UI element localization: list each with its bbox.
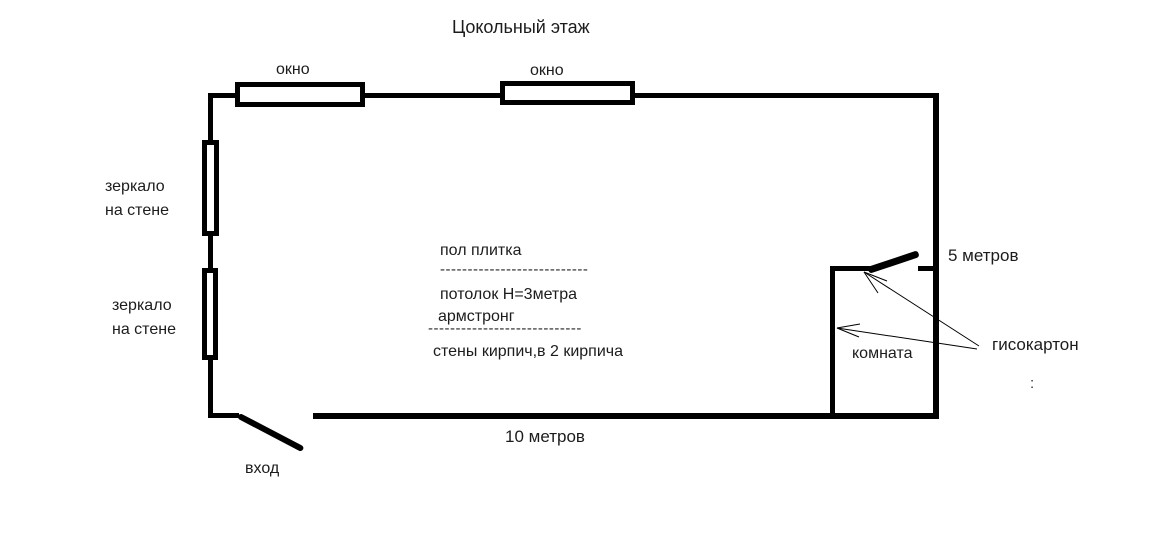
- mirror-1: [202, 140, 219, 236]
- room-wall-top-stub: [918, 266, 935, 271]
- mirror-1-label-line1: зеркало: [105, 178, 165, 195]
- mirror-2-label-line2: на стене: [112, 321, 176, 338]
- room-wall-top: [830, 266, 876, 271]
- page-title: Цокольный этаж: [452, 17, 590, 37]
- entrance-label: вход: [245, 460, 280, 477]
- arrow-to-room-top-barb-1: [863, 271, 888, 282]
- room-wall-left: [830, 266, 835, 416]
- mirror-1-label-line2: на стене: [105, 202, 169, 219]
- window-1-label: окно: [276, 61, 310, 78]
- window-2-label: окно: [530, 62, 564, 79]
- note-ceiling-2: армстронг: [438, 308, 515, 325]
- mirror-2: [202, 268, 218, 360]
- room-door-leaf: [867, 250, 920, 274]
- window-1: [235, 82, 365, 107]
- mirror-2-label-line1: зеркало: [112, 297, 172, 314]
- drywall-label: гисокартон: [992, 335, 1079, 354]
- mirror-1-label: зеркало на стене: [105, 175, 169, 223]
- window-2: [500, 81, 635, 105]
- arrow-to-room-top-barb-2: [863, 271, 879, 294]
- mirror-2-label: зеркало на стене: [112, 294, 176, 342]
- note-ceiling-1: потолок Н=3метра: [440, 286, 578, 303]
- arrow-to-room-top: [863, 271, 980, 347]
- entrance-door-leaf: [236, 412, 305, 453]
- wall-bottom: [313, 413, 939, 419]
- arrow-to-room-wall-barb-1: [836, 323, 861, 329]
- note-floor: пол плитка: [440, 242, 522, 259]
- wall-bottom-entrance-stub: [208, 413, 239, 418]
- note-divider-2: ----------------------------: [428, 320, 582, 337]
- dimension-depth-label: 5 метров: [948, 246, 1019, 265]
- room-label: комната: [852, 345, 913, 362]
- arrow-to-room-wall-barb-2: [836, 327, 860, 338]
- note-walls: стены кирпич,в 2 кирпича: [433, 343, 624, 360]
- wall-right: [933, 93, 939, 419]
- dimension-width-label: 10 метров: [505, 427, 585, 446]
- wall-left: [208, 93, 213, 418]
- drywall-stray-mark: :: [1030, 375, 1035, 392]
- note-divider-1: ---------------------------: [440, 261, 589, 278]
